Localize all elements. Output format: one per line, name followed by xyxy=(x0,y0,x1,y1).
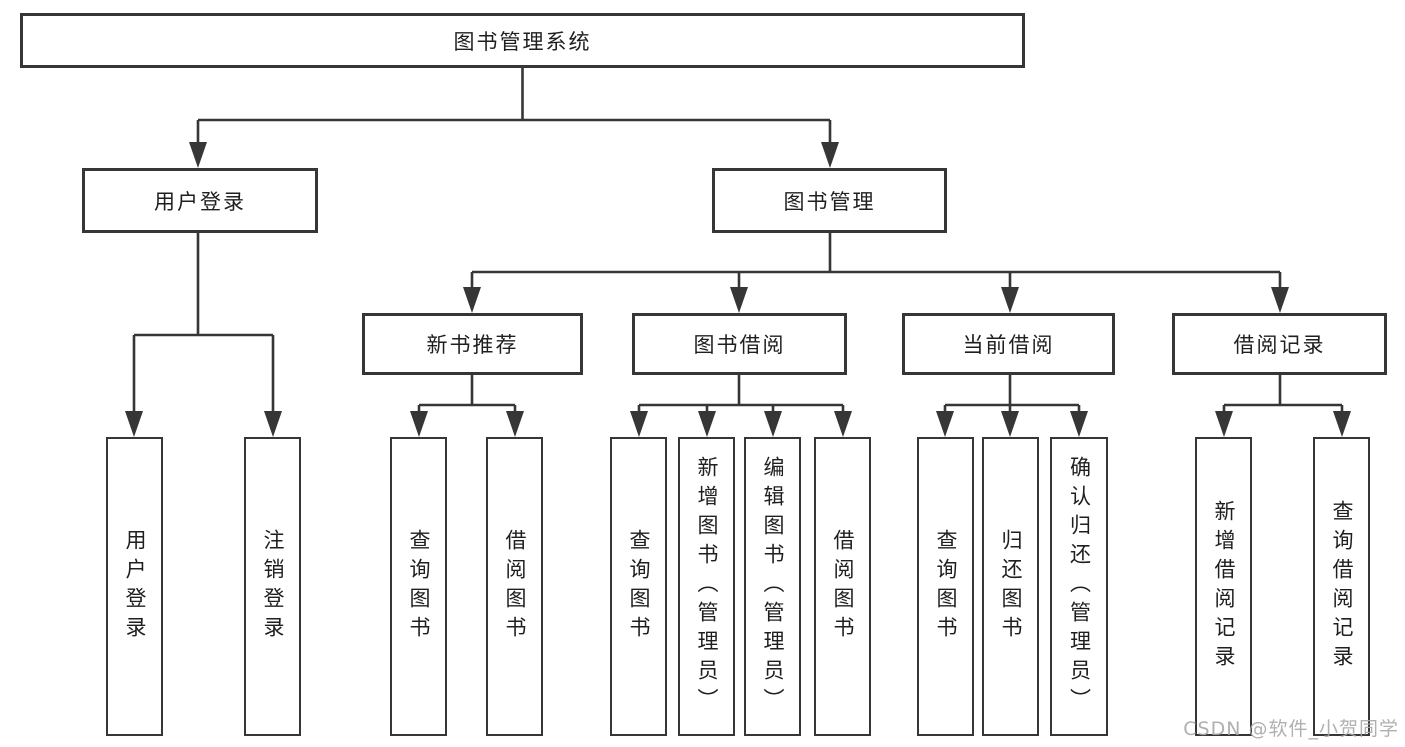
leaf-query-books-recommend-label: 查询图书 xyxy=(407,528,431,645)
leaf-user-login: 用户登录 xyxy=(106,437,163,736)
leaf-confirm-return-admin-label: 确认归还（管理员） xyxy=(1067,456,1092,717)
node-new-book-recommend-label: 新书推荐 xyxy=(426,333,519,357)
node-borrow-records-label: 借阅记录 xyxy=(1233,333,1326,357)
connector-user-login-to-leaves xyxy=(125,233,282,437)
node-user-login: 用户登录 xyxy=(82,168,318,233)
leaf-add-borrow-record: 新增借阅记录 xyxy=(1195,437,1252,736)
leaf-logout: 注销登录 xyxy=(244,437,301,736)
node-root: 图书管理系统 xyxy=(20,13,1025,68)
leaf-add-book-admin-label: 新增图书（管理员） xyxy=(695,456,719,717)
node-new-book-recommend: 新书推荐 xyxy=(362,313,583,375)
node-user-login-label: 用户登录 xyxy=(154,189,246,214)
leaf-return-book-label: 归还图书 xyxy=(999,528,1023,645)
leaf-edit-book-admin-label: 编辑图书（管理员） xyxy=(761,456,785,717)
node-current-borrow: 当前借阅 xyxy=(902,313,1115,375)
leaf-query-books-current-label: 查询图书 xyxy=(934,528,958,645)
node-book-management: 图书管理 xyxy=(712,168,947,233)
leaf-add-book-admin: 新增图书（管理员） xyxy=(678,437,735,736)
connector-root-to-level2 xyxy=(189,68,839,168)
leaf-query-books-current: 查询图书 xyxy=(917,437,974,736)
leaf-user-login-label: 用户登录 xyxy=(123,528,147,645)
leaf-edit-book-admin: 编辑图书（管理员） xyxy=(744,437,801,736)
leaf-borrow-books-recommend-label: 借阅图书 xyxy=(503,528,527,645)
leaf-query-books-borrow-label: 查询图书 xyxy=(627,528,651,645)
leaf-query-books-recommend: 查询图书 xyxy=(390,437,447,736)
node-book-borrow-label: 图书借阅 xyxy=(693,333,786,357)
node-current-borrow-label: 当前借阅 xyxy=(962,333,1055,357)
node-book-borrow: 图书借阅 xyxy=(632,313,847,375)
connector-book-mgmt-to-level3 xyxy=(463,233,1289,313)
leaf-borrow-books-label: 借阅图书 xyxy=(831,528,855,645)
leaf-logout-label: 注销登录 xyxy=(261,528,285,645)
leaf-confirm-return-admin: 确认归还（管理员） xyxy=(1050,437,1108,736)
csdn-watermark: CSDN @软件_小贺同学 xyxy=(1183,718,1399,740)
connector-new-book-to-leaves xyxy=(410,375,524,437)
connector-book-borrow-to-leaves xyxy=(630,375,852,437)
leaf-return-book: 归还图书 xyxy=(982,437,1039,736)
leaf-query-books-borrow: 查询图书 xyxy=(610,437,667,736)
leaf-borrow-books-recommend: 借阅图书 xyxy=(486,437,543,736)
leaf-add-borrow-record-label: 新增借阅记录 xyxy=(1212,499,1236,674)
connector-current-borrow-to-leaves xyxy=(936,375,1088,437)
node-book-management-label: 图书管理 xyxy=(783,189,876,214)
leaf-borrow-books: 借阅图书 xyxy=(814,437,871,736)
node-borrow-records: 借阅记录 xyxy=(1172,313,1387,375)
connector-borrow-record-to-leaves xyxy=(1215,375,1351,437)
node-root-label: 图书管理系统 xyxy=(453,29,592,54)
leaf-query-borrow-record: 查询借阅记录 xyxy=(1313,437,1370,736)
leaf-query-borrow-record-label: 查询借阅记录 xyxy=(1330,499,1354,674)
